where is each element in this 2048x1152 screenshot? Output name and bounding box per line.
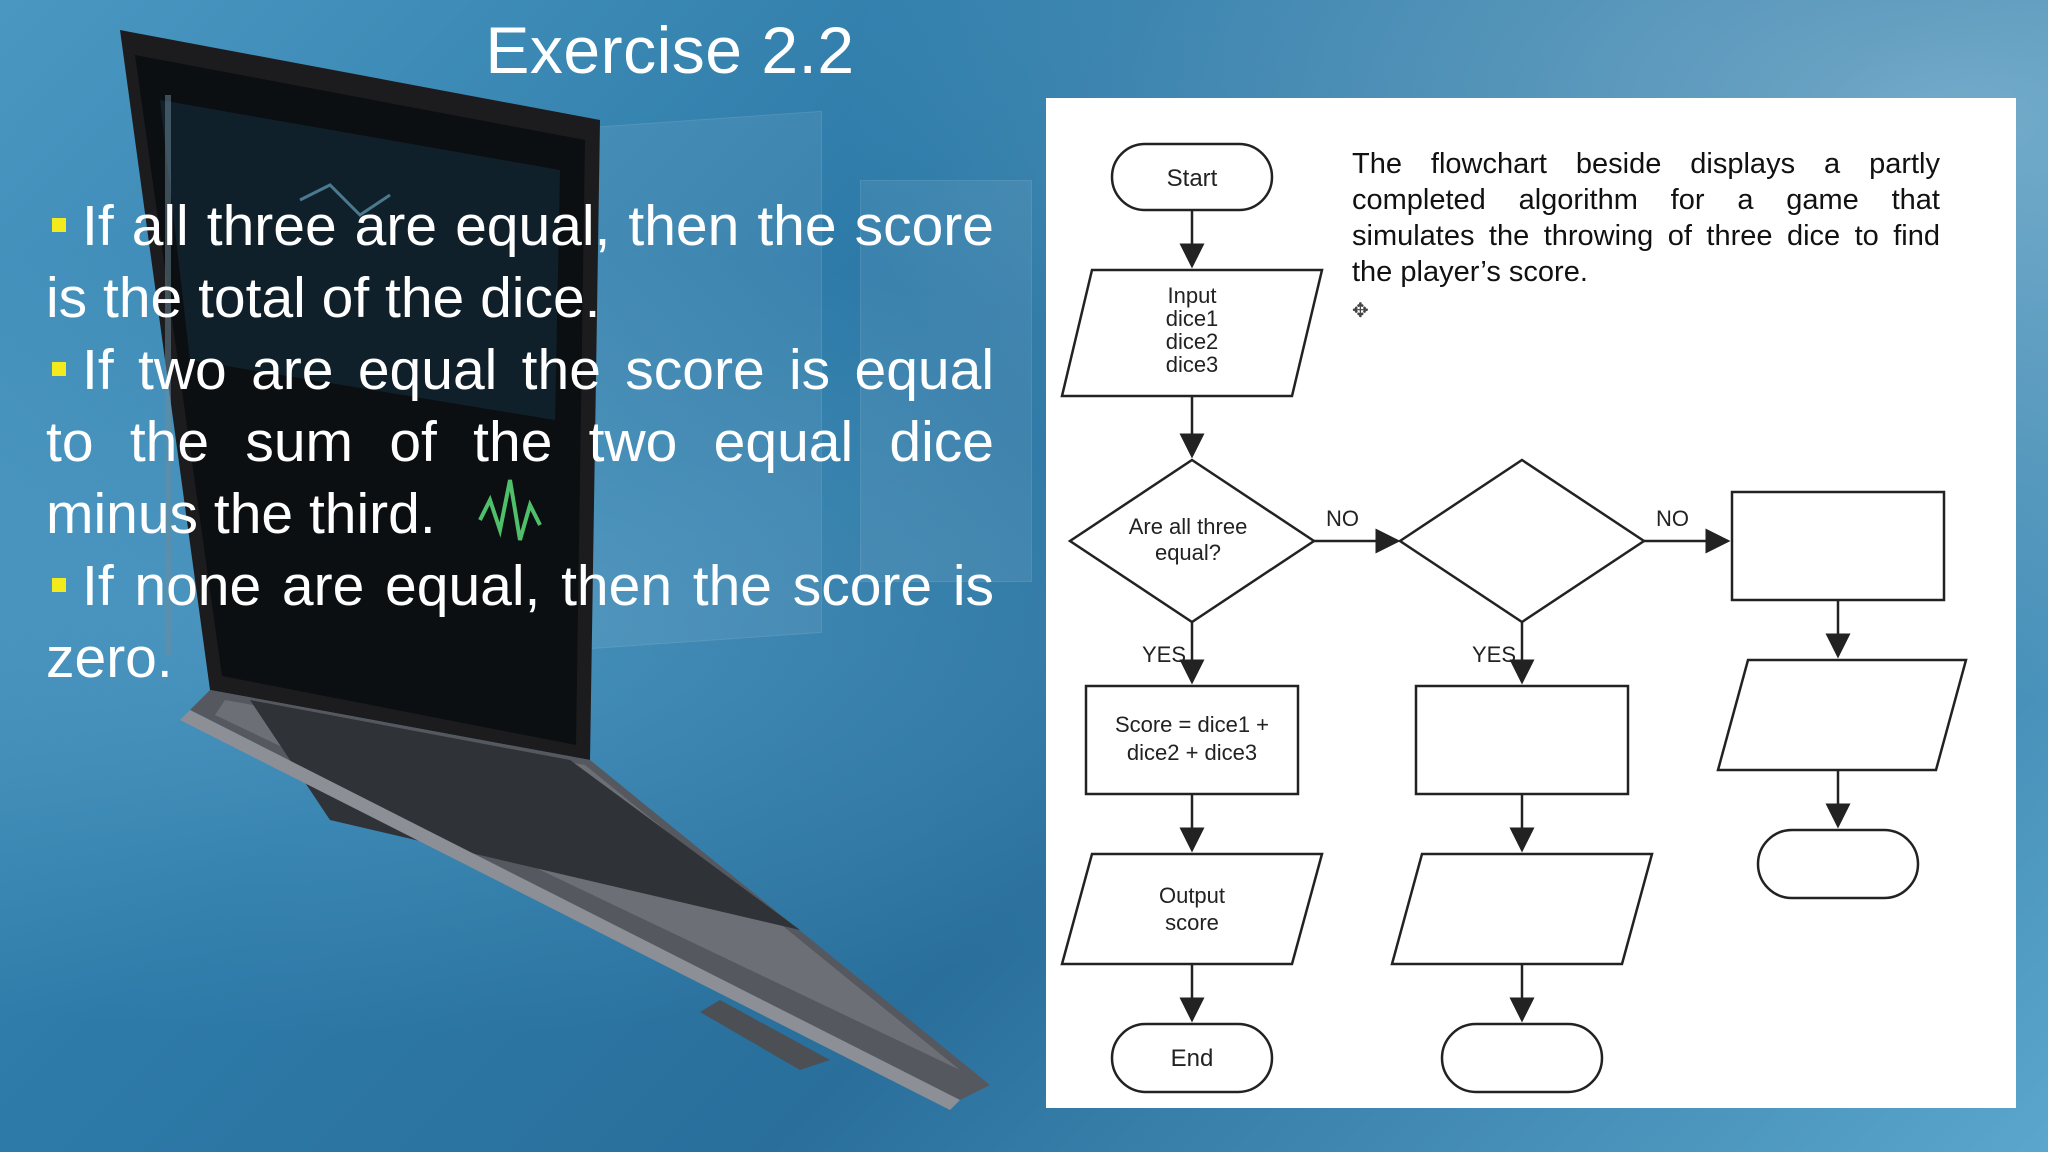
input-line: dice1 [1166, 306, 1219, 331]
process-blank-3 [1730, 490, 1946, 602]
bullet-item: If none are equal, then the score is zer… [46, 554, 994, 690]
decision-two-equal [1397, 458, 1647, 624]
input-parallelogram [1060, 268, 1324, 398]
bullet-square-icon [52, 577, 66, 592]
no-label: NO [1326, 506, 1359, 531]
decision-label: equal? [1155, 540, 1221, 565]
end-blank-2 [1440, 1022, 1604, 1094]
output-label: score [1165, 910, 1219, 935]
process-label: dice2 + dice3 [1127, 740, 1257, 765]
process-blank-2 [1414, 684, 1630, 796]
end-label: End [1171, 1045, 1214, 1072]
move-cursor-icon: ✥ [1352, 300, 1369, 322]
input-line: Input [1168, 283, 1217, 308]
end-terminator [1110, 1022, 1274, 1094]
bullet-item: If all three are equal, then the score i… [46, 194, 994, 330]
flowchart-diagram: Start Input dice1 dice2 dice3 Are all th… [1060, 142, 1968, 1094]
process-label: Score = dice1 + [1115, 712, 1269, 737]
output-label: Output [1159, 883, 1225, 908]
flowchart-card: Start Input dice1 dice2 dice3 Are all th… [1046, 98, 2016, 1108]
flowchart-description: The flowchart beside displays a partly c… [1352, 148, 1940, 288]
background-panel [860, 180, 1032, 582]
output-parallelogram [1060, 852, 1324, 966]
slide-title: Exercise 2.2 [485, 13, 855, 87]
output-blank-2 [1390, 852, 1654, 966]
bullet-square-icon [52, 361, 66, 376]
end-blank-3 [1756, 828, 1920, 900]
bullet-list: If all three are equal, then the score i… [46, 190, 994, 694]
start-label: Start [1167, 165, 1218, 192]
decision-label: Are all three [1129, 514, 1248, 539]
input-line: dice2 [1166, 329, 1219, 354]
input-line: dice3 [1166, 352, 1219, 377]
yes-label: YES [1142, 642, 1186, 667]
no-label: NO [1656, 506, 1689, 531]
laptop-illustration [120, 30, 990, 1110]
output-blank-3 [1716, 658, 1968, 772]
bullet-square-icon [52, 217, 66, 232]
yes-label: YES [1472, 642, 1516, 667]
bullet-item: If two are equal the score is equal to t… [46, 338, 994, 546]
